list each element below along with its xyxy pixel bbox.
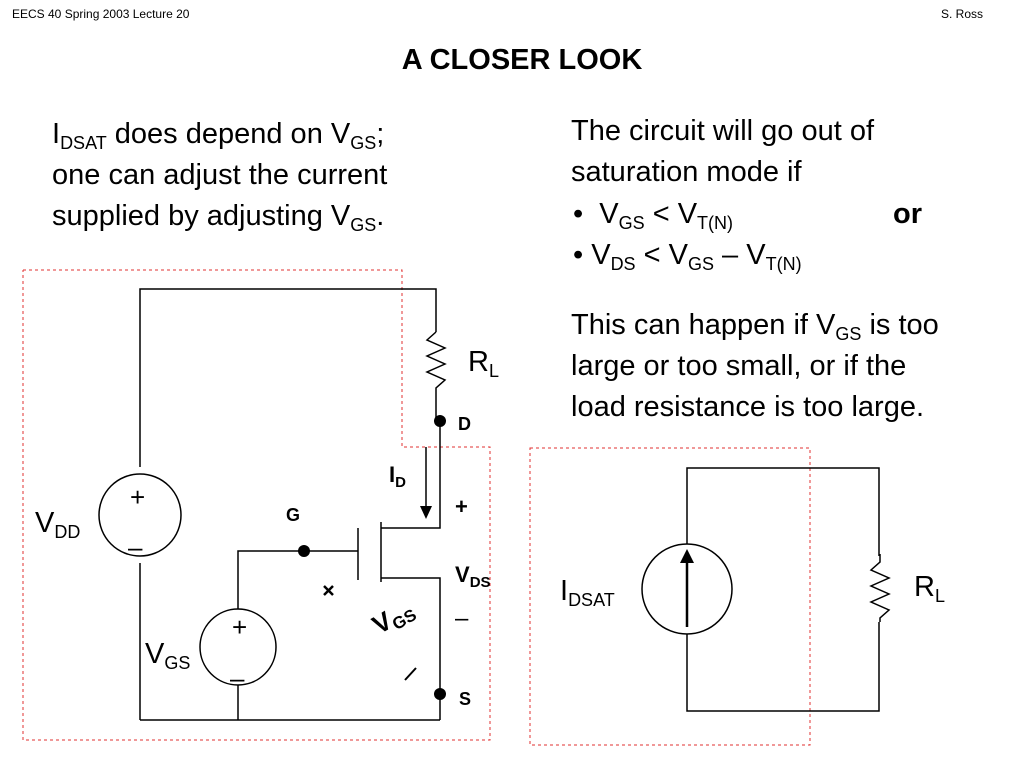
node-g-label: G: [286, 505, 301, 525]
rl-label-1: RL: [468, 346, 499, 381]
or-label: or: [893, 198, 922, 230]
vdd-minus: –: [128, 532, 143, 562]
left-text-line-1: IDSAT does depend on VGS;: [52, 118, 385, 153]
slide-title: A CLOSER LOOK: [401, 44, 643, 76]
node-s-dot: [434, 688, 446, 700]
vds-label: VDS: [455, 562, 491, 591]
left-text-line-3: supplied by adjusting VGS.: [52, 200, 385, 235]
node-d-dot: [434, 415, 446, 427]
right-text-para2-line-2: large or too small, or if the: [571, 350, 907, 382]
right-text-line-1: The circuit will go out of: [571, 115, 875, 147]
bullet-condition-2: • VDS < VGS – VT(N): [573, 239, 802, 274]
vgs-minus: –: [230, 663, 245, 693]
idsat-label: IDSAT: [560, 575, 615, 610]
wire-gate: [237, 550, 302, 609]
wire-top: [139, 288, 437, 467]
dashed-box-load: [22, 269, 491, 741]
vgs-minus-dash: [404, 667, 417, 681]
node-s-label: S: [459, 689, 472, 709]
resistor-rl-2: [869, 554, 891, 622]
header-author: S. Ross: [941, 7, 984, 21]
node-g-dot: [298, 545, 310, 557]
vdd-source: [98, 473, 182, 557]
vgs-source-label: VGS: [145, 638, 191, 673]
right-text-line-2: saturation mode if: [571, 156, 802, 188]
header-lecture: EECS 40 Spring 2003 Lecture 20: [12, 7, 190, 21]
vgs-source: [199, 608, 277, 686]
current-source-arrow-head: [680, 549, 694, 563]
id-arrow-head: [420, 506, 432, 519]
id-label: ID: [389, 462, 406, 491]
vds-plus: +: [455, 494, 468, 519]
node-d-label: D: [458, 414, 471, 434]
vdd-plus: +: [130, 482, 146, 512]
mosfet-drain: [381, 422, 441, 529]
vds-minus: –: [455, 605, 469, 632]
vgs-plus: +: [232, 612, 248, 642]
right-text-para2-line-1: This can happen if VGS is too: [571, 309, 939, 344]
rl-label-2: RL: [914, 571, 945, 606]
left-text-line-2: one can adjust the current: [52, 159, 388, 191]
dashed-box-equivalent: [529, 447, 811, 746]
right-text-para2-line-3: load resistance is too large.: [571, 391, 925, 423]
mosfet-source: [381, 577, 441, 720]
vdd-label: VDD: [35, 507, 81, 542]
resistor-rl-1: [425, 331, 447, 420]
bullet-condition-1: • VGS < VT(N): [573, 198, 734, 233]
